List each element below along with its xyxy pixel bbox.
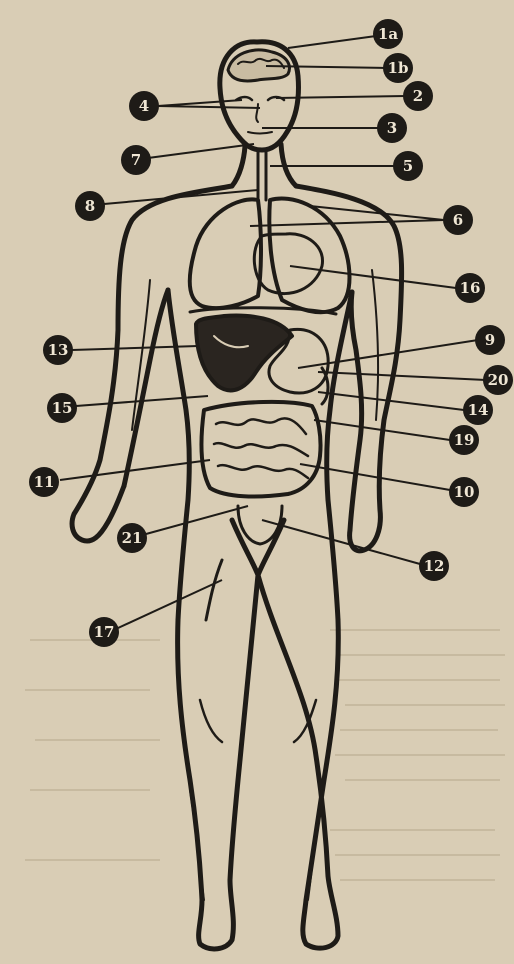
label-1b: 1b — [383, 53, 413, 83]
svg-text:8: 8 — [85, 197, 95, 215]
label-19: 19 — [449, 425, 479, 455]
label-8: 8 — [75, 191, 105, 221]
label-9: 9 — [475, 325, 505, 355]
svg-text:10: 10 — [454, 483, 475, 501]
svg-text:13: 13 — [48, 341, 69, 359]
label-10: 10 — [449, 477, 479, 507]
label-1a: 1a — [373, 19, 403, 49]
label-6: 6 — [443, 205, 473, 235]
label-13: 13 — [43, 335, 73, 365]
svg-text:4: 4 — [139, 97, 149, 115]
svg-text:15: 15 — [52, 399, 73, 417]
svg-text:14: 14 — [468, 401, 489, 419]
label-3: 3 — [377, 113, 407, 143]
svg-text:2: 2 — [413, 87, 423, 105]
svg-text:16: 16 — [460, 279, 481, 297]
svg-text:20: 20 — [488, 371, 509, 389]
svg-text:5: 5 — [403, 157, 413, 175]
label-20: 20 — [483, 365, 513, 395]
label-15: 15 — [47, 393, 77, 423]
label-14: 14 — [463, 395, 493, 425]
svg-text:12: 12 — [424, 557, 445, 575]
label-11: 11 — [29, 467, 59, 497]
label-4: 4 — [129, 91, 159, 121]
label-17: 17 — [89, 617, 119, 647]
label-2: 2 — [403, 81, 433, 111]
svg-text:7: 7 — [131, 151, 141, 169]
svg-text:17: 17 — [94, 623, 115, 641]
svg-text:21: 21 — [122, 529, 143, 547]
label-7: 7 — [121, 145, 151, 175]
svg-text:1a: 1a — [378, 25, 398, 43]
label-12: 12 — [419, 551, 449, 581]
label-5: 5 — [393, 151, 423, 181]
svg-text:9: 9 — [485, 331, 495, 349]
label-21: 21 — [117, 523, 147, 553]
svg-text:1b: 1b — [388, 59, 409, 77]
label-16: 16 — [455, 273, 485, 303]
svg-text:11: 11 — [34, 473, 55, 491]
svg-text:3: 3 — [387, 119, 397, 137]
svg-text:19: 19 — [454, 431, 475, 449]
svg-text:6: 6 — [453, 211, 463, 229]
